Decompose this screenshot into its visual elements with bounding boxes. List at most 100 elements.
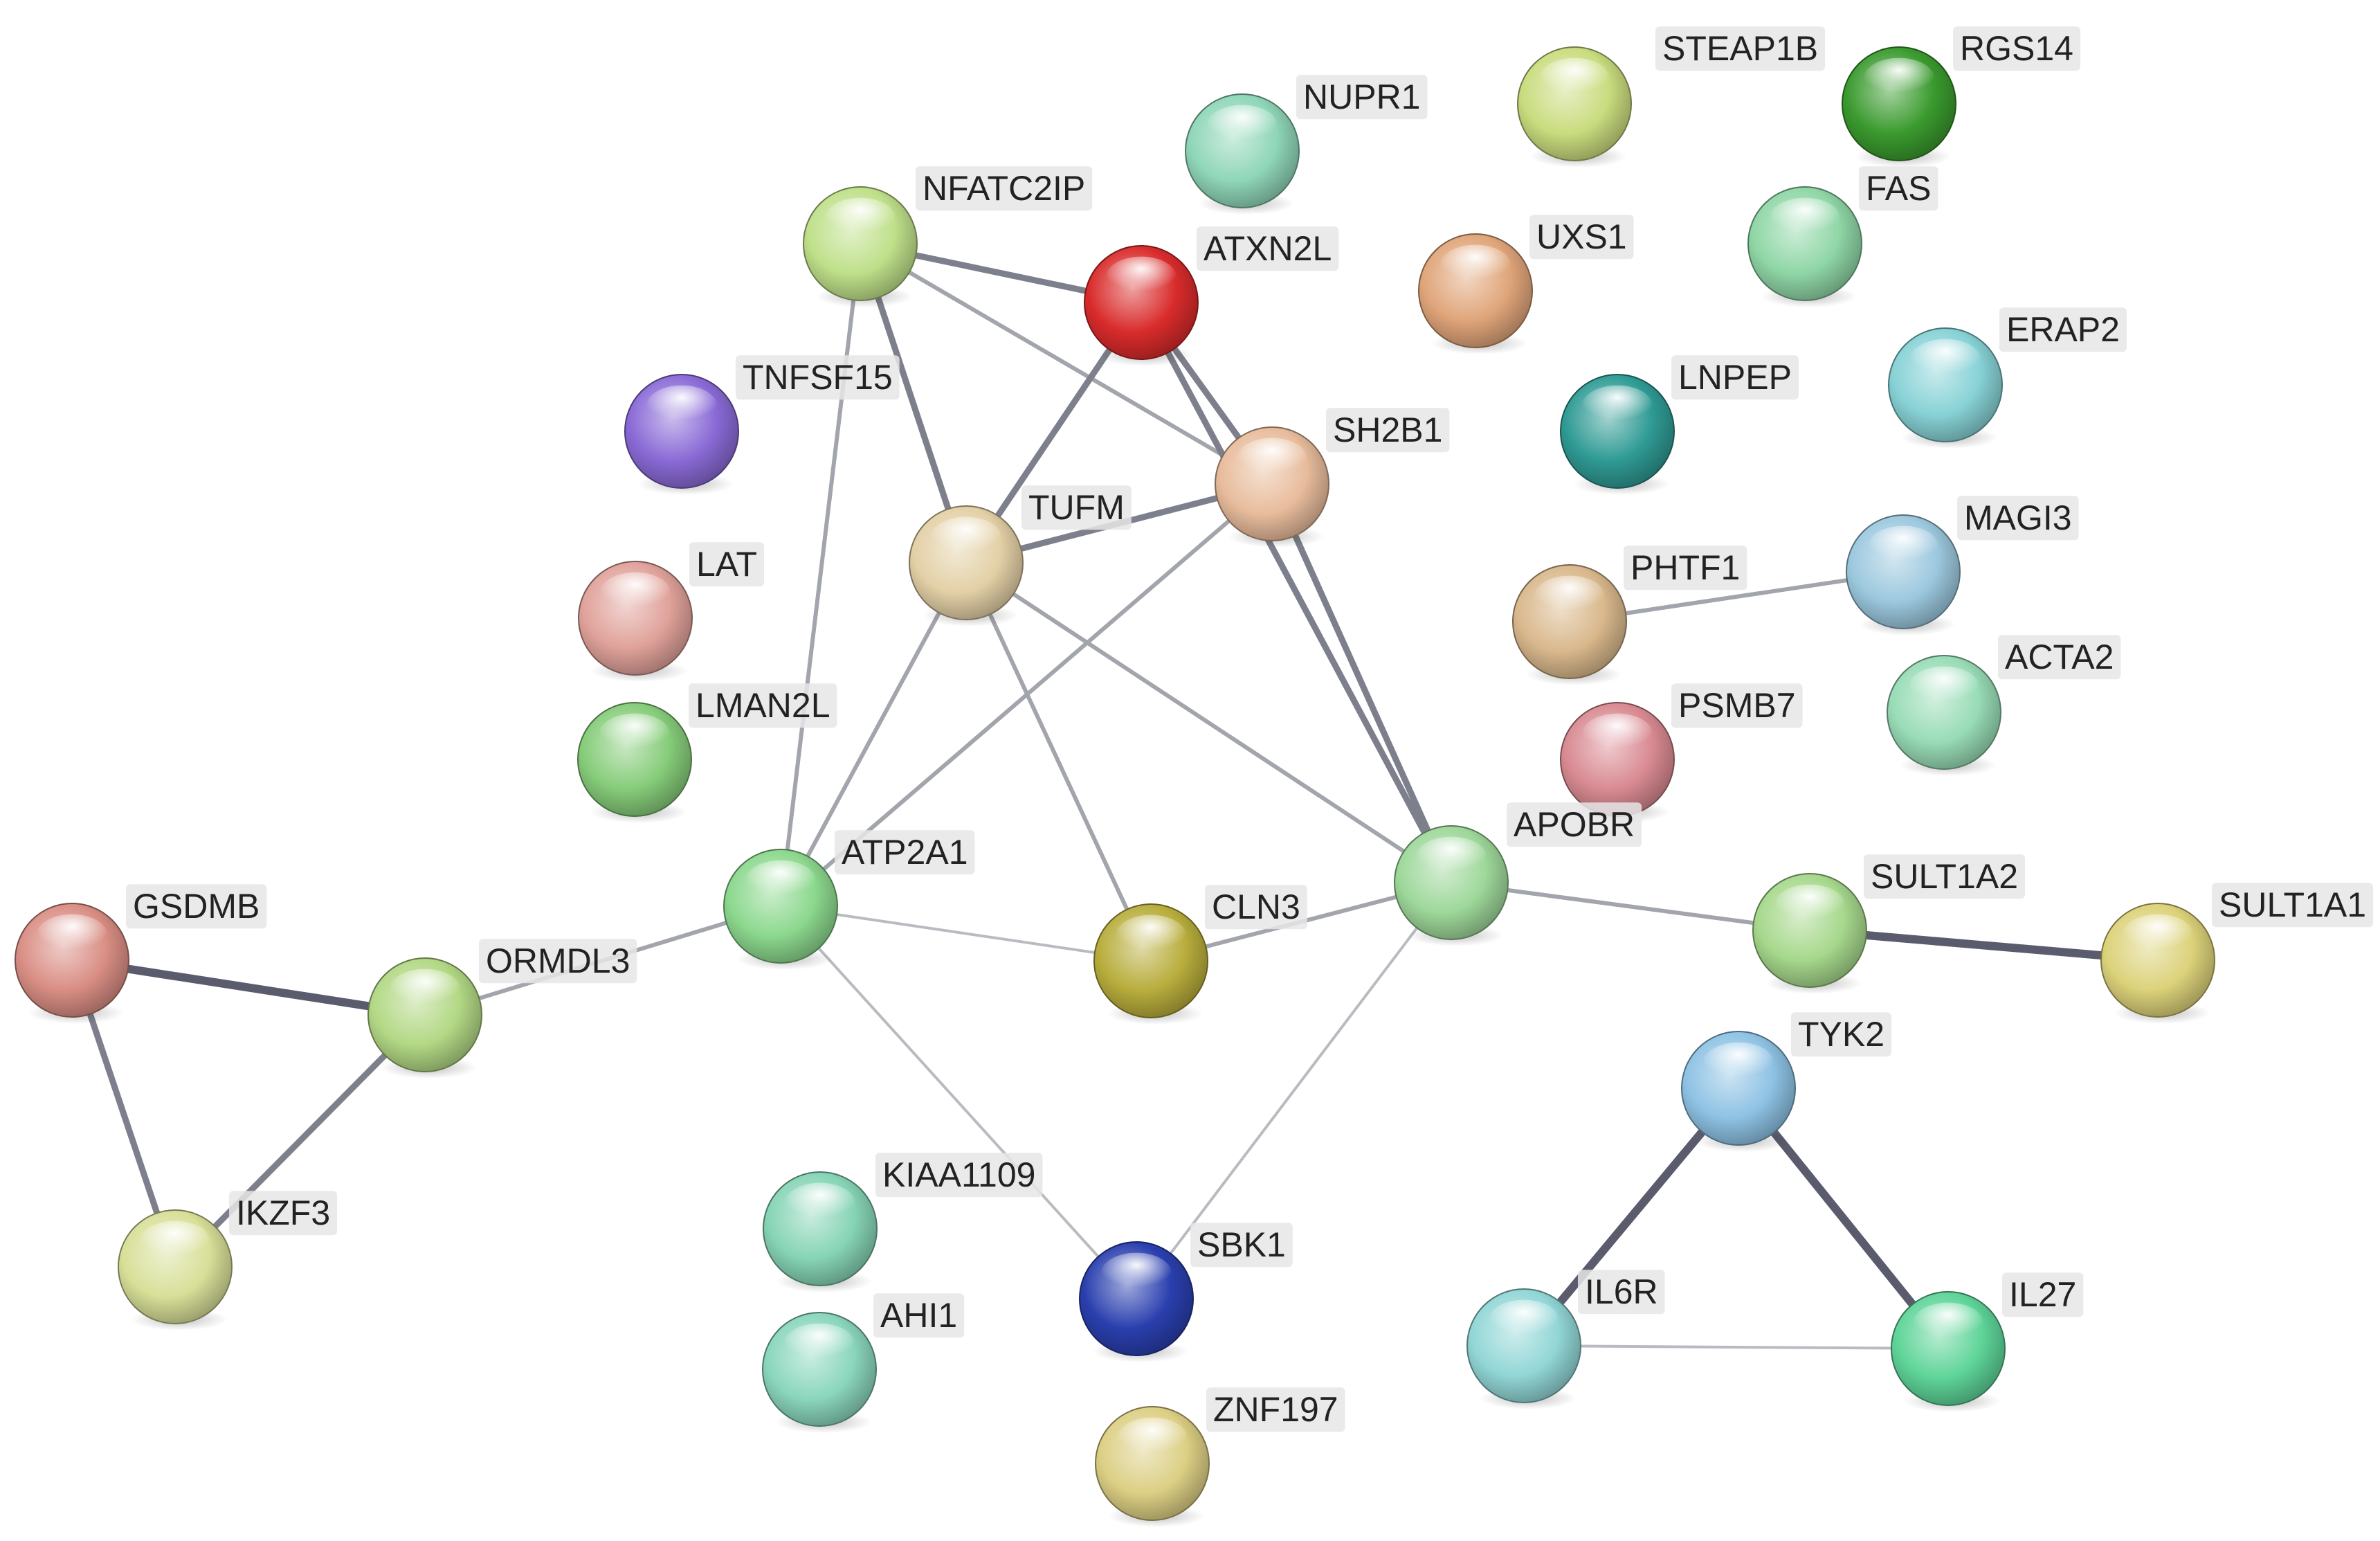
node-sult1a2[interactable]: SULT1A2 <box>1752 854 2026 994</box>
edge-atxn2l-apobr[interactable] <box>1138 299 1455 886</box>
node-lnpep[interactable]: LNPEP <box>1560 355 1799 495</box>
node-label-background <box>126 884 267 929</box>
node-label-acta2: ACTA2 <box>2005 638 2114 676</box>
node-label-tnfsf15: TNFSF15 <box>743 358 893 397</box>
node-label-sult1a1: SULT1A1 <box>2219 885 2366 924</box>
node-lat[interactable]: LAT <box>578 542 764 682</box>
node-label-nfatc2ip: NFATC2IP <box>923 169 1085 208</box>
node-label-background <box>1999 307 2127 352</box>
node-label-background <box>1206 1387 1345 1432</box>
node-gloss <box>825 197 896 239</box>
node-gloss <box>1534 575 1605 617</box>
node-label-background <box>1578 1270 1665 1315</box>
edge-apobr-sult1a2[interactable] <box>1449 881 1812 932</box>
node-label-nupr1: NUPR1 <box>1303 78 1420 116</box>
node-gloss <box>1774 884 1845 926</box>
edge-tufm-apobr[interactable] <box>964 561 1453 885</box>
node-tnfsf15[interactable]: TNFSF15 <box>624 355 900 495</box>
edge-gsdmb-ormdl3[interactable] <box>68 956 429 1019</box>
node-fas[interactable]: FAS <box>1747 166 1938 307</box>
node-ormdl3[interactable]: ORMDL3 <box>367 939 637 1079</box>
node-gloss <box>1909 666 1979 708</box>
edge-atp2a1-sbk1[interactable] <box>779 905 1138 1300</box>
node-label-background <box>916 166 1093 211</box>
node-label-background <box>2212 883 2374 928</box>
node-gloss <box>745 860 816 901</box>
node-gloss <box>599 713 670 755</box>
node-gloss <box>1116 914 1186 956</box>
node-label-background <box>1190 1223 1293 1268</box>
node-label-background <box>1529 215 1634 260</box>
node-label-background <box>1205 885 1307 930</box>
node-label-tufm: TUFM <box>1028 488 1125 527</box>
node-gloss <box>785 1182 855 1224</box>
node-il27[interactable]: IL27 <box>1891 1272 2084 1412</box>
node-gloss <box>1106 256 1177 298</box>
edge-apobr-sbk1[interactable] <box>1135 881 1453 1300</box>
node-label-sbk1: SBK1 <box>1197 1225 1286 1264</box>
edge-tufm-cln3[interactable] <box>964 561 1153 963</box>
node-label-atp2a1: ATP2A1 <box>842 833 968 872</box>
node-magi3[interactable]: MAGI3 <box>1846 496 2079 636</box>
edge-sh2b1-apobr[interactable] <box>1269 480 1455 886</box>
node-label-rgs14: RGS14 <box>1960 29 2073 68</box>
node-gloss <box>1913 1302 1983 1344</box>
node-label-background <box>479 939 637 984</box>
node-label-background <box>875 1153 1043 1198</box>
edge-il6r-il27[interactable] <box>1523 1344 1950 1350</box>
node-label-background <box>1859 166 1938 211</box>
node-cln3[interactable]: CLN3 <box>1093 885 1307 1025</box>
edge-nfatc2ip-sh2b1[interactable] <box>858 242 1274 486</box>
node-ikzf3[interactable]: IKZF3 <box>118 1191 338 1331</box>
node-gloss <box>1440 244 1511 286</box>
node-label-background <box>1655 26 1826 71</box>
node-acta2[interactable]: ACTA2 <box>1887 635 2121 776</box>
node-label-tyk2: TYK2 <box>1798 1015 1884 1054</box>
node-uxs1[interactable]: UXS1 <box>1418 215 1634 354</box>
node-phtf1[interactable]: PHTF1 <box>1512 546 1747 685</box>
node-apobr[interactable]: APOBR <box>1394 802 1642 946</box>
node-atxn2l[interactable]: ATXN2L <box>1084 226 1339 366</box>
node-label-background <box>689 683 837 728</box>
node-sult1a1[interactable]: SULT1A1 <box>2100 883 2374 1024</box>
node-label-magi3: MAGI3 <box>1964 498 2072 537</box>
node-gloss <box>1703 1042 1774 1083</box>
node-label-znf197: ZNF197 <box>1213 1390 1338 1429</box>
node-tyk2[interactable]: TYK2 <box>1681 1012 1892 1152</box>
node-gsdmb[interactable]: GSDMB <box>15 884 267 1024</box>
edge-ormdl3-ikzf3[interactable] <box>172 1011 428 1270</box>
node-label-cln3: CLN3 <box>1212 887 1300 926</box>
node-atp2a1[interactable]: ATP2A1 <box>723 830 975 970</box>
node-gloss <box>1416 836 1487 878</box>
node-label-background <box>1864 854 2026 899</box>
node-gloss <box>1117 1417 1188 1459</box>
edges-layer <box>68 240 2162 1353</box>
node-sbk1[interactable]: SBK1 <box>1079 1223 1293 1362</box>
node-label-lman2l: LMAN2L <box>696 686 830 725</box>
node-gloss <box>2123 914 2193 955</box>
node-sh2b1[interactable]: SH2B1 <box>1215 408 1450 548</box>
node-tufm[interactable]: TUFM <box>909 485 1132 627</box>
node-ahi1[interactable]: AHI1 <box>762 1293 965 1433</box>
edge-sult1a2-sult1a1[interactable] <box>1806 926 2162 964</box>
node-label-background <box>835 830 975 875</box>
node-lman2l[interactable]: LMAN2L <box>577 683 837 823</box>
node-il6r[interactable]: IL6R <box>1466 1270 1665 1409</box>
edge-atp2a1-cln3[interactable] <box>779 905 1152 962</box>
node-nupr1[interactable]: NUPR1 <box>1185 75 1428 215</box>
node-label-ahi1: AHI1 <box>880 1296 957 1335</box>
node-label-ormdl3: ORMDL3 <box>486 941 630 980</box>
node-label-background <box>689 542 764 587</box>
node-psmb7[interactable]: PSMB7 <box>1560 683 1803 823</box>
node-kiaa1109[interactable]: KIAA1109 <box>763 1153 1043 1292</box>
node-label-uxs1: UXS1 <box>1536 217 1627 256</box>
node-erap2[interactable]: ERAP2 <box>1888 307 2127 449</box>
node-gloss <box>37 914 107 955</box>
node-nfatc2ip[interactable]: NFATC2IP <box>803 166 1093 307</box>
node-rgs14[interactable]: RGS14 <box>1842 26 2080 168</box>
node-steap1b[interactable]: STEAP1B <box>1517 26 1826 168</box>
edge-nfatc2ip-atp2a1[interactable] <box>779 242 862 908</box>
node-znf197[interactable]: ZNF197 <box>1095 1387 1345 1527</box>
